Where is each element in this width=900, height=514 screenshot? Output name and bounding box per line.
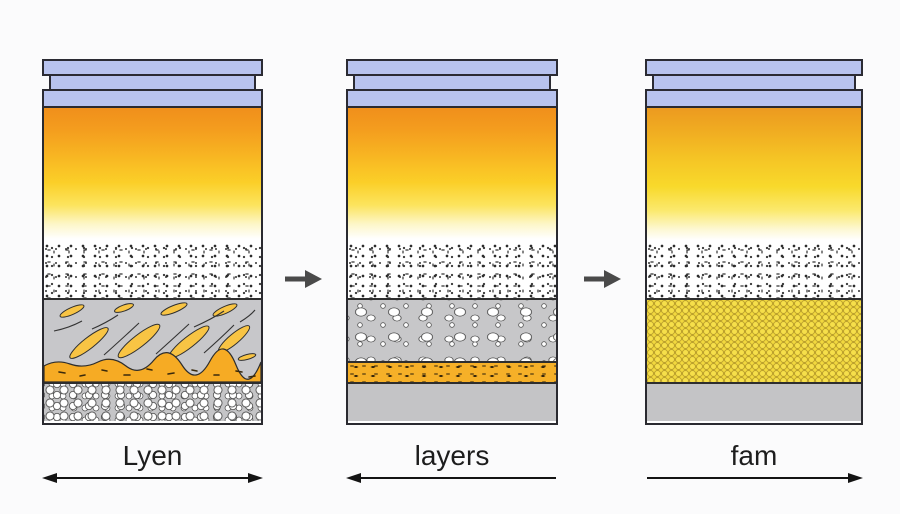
liquid-gradient-layer	[44, 108, 261, 243]
speckle-foam-layer	[348, 243, 556, 298]
cell-texture-layer	[647, 298, 861, 382]
stage-2: layers	[346, 0, 558, 514]
stage-1: Lyen	[42, 0, 263, 514]
speckle-foam-layer	[647, 243, 861, 298]
jar-body	[42, 106, 263, 425]
jar-body	[645, 106, 863, 425]
stage-label: Lyen	[122, 440, 183, 471]
speckle-foam-layer	[44, 243, 261, 298]
jar-body	[346, 106, 558, 425]
pebble-layer	[44, 382, 261, 421]
right-arrow-icon	[584, 270, 621, 288]
streak-sediment-layer	[44, 298, 261, 382]
width-arrow-both-icon	[42, 473, 263, 483]
gray-base-layer	[647, 382, 861, 421]
width-arrow-right-icon	[647, 473, 863, 483]
stage-3: fam	[645, 0, 863, 514]
gray-base-layer	[348, 382, 556, 421]
stage-label: layers	[414, 440, 490, 471]
bubble-sediment-layer	[348, 298, 556, 361]
orange-band-layer	[348, 361, 556, 382]
width-arrow-left-icon	[346, 473, 556, 483]
stage-label: fam	[730, 440, 778, 471]
liquid-gradient-layer	[348, 108, 556, 243]
liquid-gradient-layer	[647, 108, 861, 243]
right-arrow-icon	[285, 270, 322, 288]
